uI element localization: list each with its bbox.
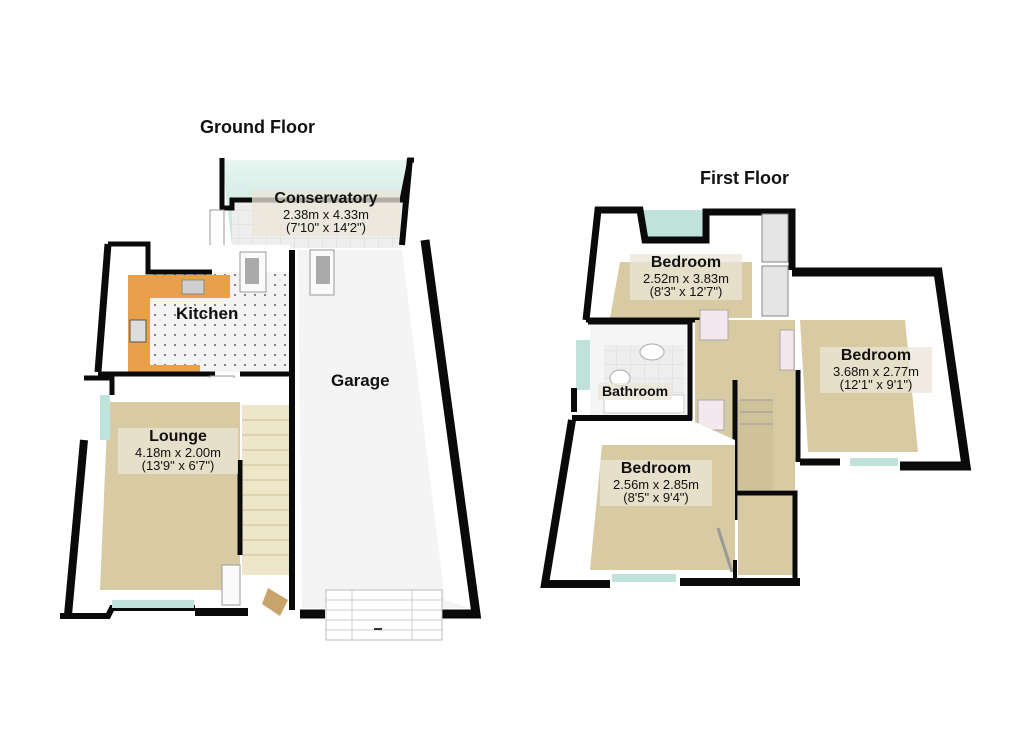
room-imperial: (7'10" x 14'2") xyxy=(286,220,366,236)
landing xyxy=(695,309,798,578)
lounge-label: Lounge 4.18m x 2.00m (13'9" x 6'7") xyxy=(118,428,238,475)
room-imperial: (8'5" x 9'4") xyxy=(623,490,689,506)
room-name: Bathroom xyxy=(602,383,669,399)
room-name: Conservatory xyxy=(274,190,378,207)
ground-floor-title: Ground Floor xyxy=(200,117,315,137)
garage-door xyxy=(325,589,443,641)
bedroom-3-label: Bedroom 2.56m x 2.85m (8'5" x 9'4") xyxy=(600,460,712,507)
room-name: Garage xyxy=(331,371,390,390)
garage-room xyxy=(298,239,482,641)
bathroom-label: Bathroom xyxy=(598,383,673,400)
garage-label: Garage xyxy=(327,371,394,391)
room-imperial: (8'3" x 12'7") xyxy=(649,284,723,300)
room-imperial: (12'1" x 9'1") xyxy=(839,377,913,393)
bedroom-1-label: Bedroom 2.52m x 3.83m (8'3" x 12'7") xyxy=(630,254,742,301)
room-name: Lounge xyxy=(149,428,207,445)
room-name: Bedroom xyxy=(840,347,912,364)
room-name: Bedroom xyxy=(620,460,692,477)
room-metric: 2.56m x 2.85m xyxy=(613,476,699,492)
room-metric: 3.68m x 2.77m xyxy=(833,363,919,379)
room-imperial: (13'9" x 6'7") xyxy=(141,458,215,474)
room-name: Kitchen xyxy=(176,304,239,323)
bathroom-room xyxy=(571,319,693,421)
bedroom-2-label: Bedroom 3.68m x 2.77m (12'1" x 9'1") xyxy=(820,347,932,394)
kitchen-label: Kitchen xyxy=(172,304,242,324)
kitchen-room xyxy=(94,241,290,409)
room-metric: 4.18m x 2.00m xyxy=(135,444,221,460)
room-metric: 2.38m x 4.33m xyxy=(283,206,369,222)
first-floor-title: First Floor xyxy=(700,168,789,188)
room-metric: 2.52m x 3.83m xyxy=(643,270,729,286)
conservatory-label: Conservatory 2.38m x 4.33m (7'10" x 14'2… xyxy=(252,190,400,237)
room-name: Bedroom xyxy=(650,254,722,271)
staircase xyxy=(237,405,290,575)
